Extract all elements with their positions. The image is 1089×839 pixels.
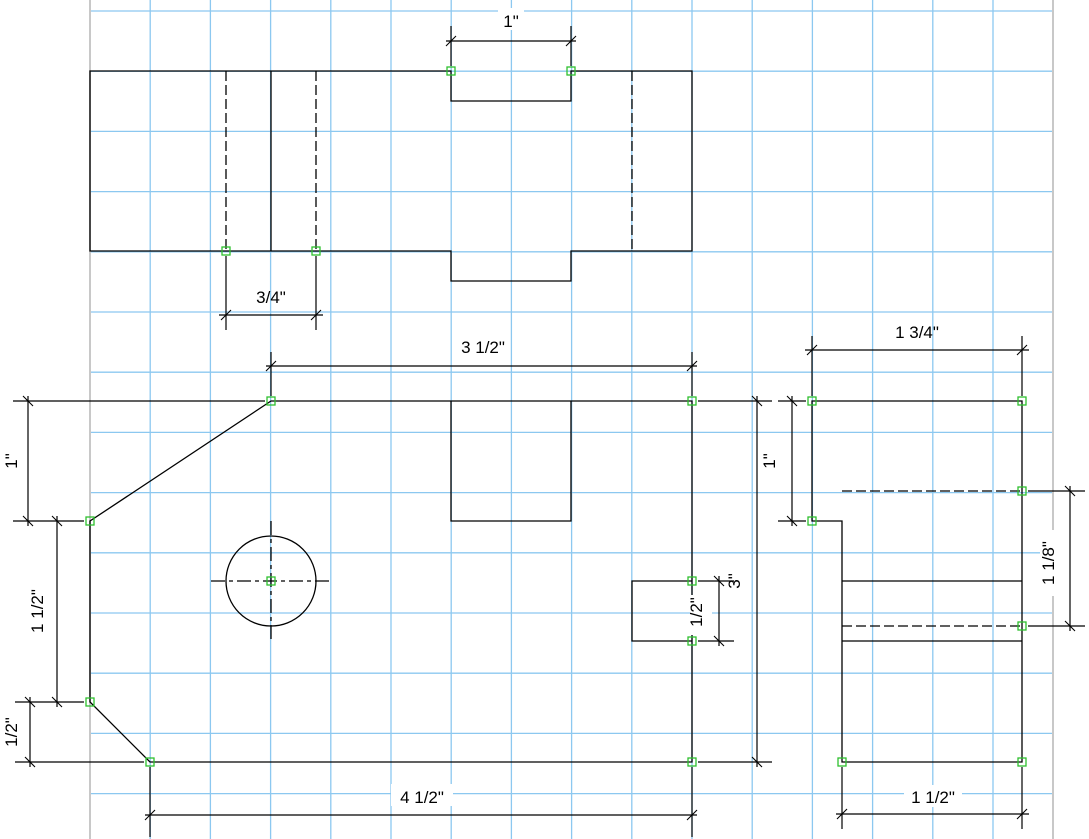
snap-point[interactable] — [687, 396, 697, 406]
dimension-label: 1 1/2" — [911, 788, 955, 807]
dimension-label: 1/2" — [2, 717, 21, 747]
dimension-label: 1" — [2, 453, 21, 469]
tick — [751, 756, 763, 768]
dimension-side-bottom-width[interactable]: 1 1/2" — [836, 767, 1029, 829]
front-view-slot[interactable] — [631, 580, 692, 642]
snap-point[interactable] — [85, 516, 95, 526]
dimension-front-top-length[interactable]: 3 1/2" — [265, 338, 698, 396]
dimension-side-right-height[interactable]: 1 1/8" — [1028, 485, 1085, 632]
dimension-label: 3" — [725, 573, 744, 589]
right-side-view[interactable]: 1 3/4" 1" 1 1/8" — [760, 323, 1085, 829]
front-view-outline[interactable] — [89, 400, 693, 763]
snap-point[interactable] — [687, 757, 697, 767]
dimension-label: 1" — [503, 12, 519, 31]
dimension-label: 1 1/8" — [1039, 541, 1058, 585]
dimension-label: 1 3/4" — [895, 323, 939, 342]
dimension-top-hidden-width[interactable]: 3/4" — [219, 256, 323, 330]
snap-point[interactable] — [807, 396, 817, 406]
snap-point[interactable] — [266, 576, 276, 586]
dimension-side-left-height[interactable]: 1" — [760, 395, 806, 527]
snap-point[interactable] — [85, 697, 95, 707]
dimension-label: 1" — [760, 453, 779, 469]
front-view[interactable]: 3 1/2" 1" 1 1/2" 1/2" — [2, 338, 772, 837]
tick — [751, 395, 763, 407]
top-view[interactable]: 1" 3/4" — [89, 8, 693, 330]
side-view-outline[interactable] — [811, 400, 1023, 763]
dimension-label: 1/2" — [687, 597, 706, 627]
dimension-label: 3/4" — [256, 288, 286, 307]
dimension-top-slot-width[interactable]: 1" — [445, 8, 577, 66]
dimension-label: 3 1/2" — [461, 338, 505, 357]
snap-point[interactable] — [1017, 486, 1027, 496]
dimension-label: 4 1/2" — [400, 788, 444, 807]
snap-point[interactable] — [1017, 757, 1027, 767]
front-view-notch[interactable] — [450, 401, 572, 522]
snap-point[interactable] — [837, 757, 847, 767]
snap-point[interactable] — [266, 396, 276, 406]
snap-point[interactable] — [687, 576, 697, 586]
snap-point[interactable] — [446, 66, 456, 76]
dimension-front-slot[interactable]: 1/2" 3" — [687, 573, 744, 647]
snap-point[interactable] — [807, 516, 817, 526]
snap-point[interactable] — [311, 246, 321, 256]
dimension-side-top-width[interactable]: 1 3/4" — [805, 323, 1029, 396]
dimension-front-left-lower[interactable]: 1/2" — [2, 696, 36, 768]
snap-point[interactable] — [221, 246, 231, 256]
snap-point[interactable] — [1017, 396, 1027, 406]
snap-point[interactable] — [145, 757, 155, 767]
snap-point[interactable] — [687, 636, 697, 646]
dimension-front-left-upper[interactable]: 1" — [2, 395, 34, 527]
dimension-label: 1 1/2" — [28, 589, 47, 633]
top-view-outline[interactable] — [89, 70, 693, 282]
snap-point[interactable] — [1017, 621, 1027, 631]
dimension-front-bottom-length[interactable]: 4 1/2" — [144, 767, 698, 837]
snap-point[interactable] — [566, 66, 576, 76]
dimension-front-left-middle[interactable]: 1 1/2" — [28, 515, 63, 708]
